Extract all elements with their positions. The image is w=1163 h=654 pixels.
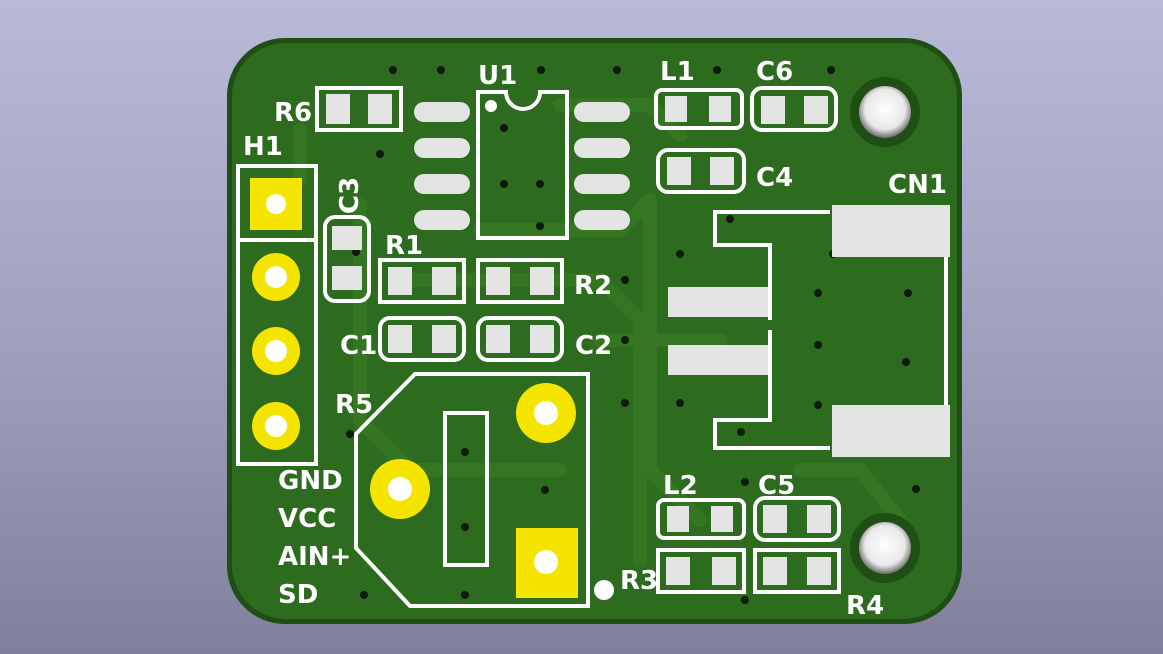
cn1-footprint (668, 205, 950, 457)
c4-footprint (656, 148, 746, 194)
label-c3: C3 (335, 177, 365, 214)
r5-footprint (354, 372, 590, 608)
label-r2: R2 (574, 271, 612, 301)
pin1-marker-dot (594, 580, 614, 600)
label-l1: L1 (660, 57, 695, 87)
label-c4: C4 (756, 163, 793, 193)
label-c6: C6 (756, 57, 793, 87)
r3-footprint (656, 548, 746, 594)
c3-footprint (323, 215, 371, 303)
vias (346, 66, 920, 604)
c6-footprint (750, 86, 838, 132)
u1-footprint (414, 90, 630, 240)
h1-connector (236, 164, 318, 466)
label-r3: R3 (620, 566, 658, 596)
r1-footprint (378, 258, 466, 304)
r2-footprint (476, 258, 564, 304)
label-u1: U1 (478, 61, 517, 91)
label-pin-vcc: VCC (278, 504, 336, 534)
label-l2: L2 (663, 471, 698, 501)
r4-footprint (753, 548, 841, 594)
l2-footprint (656, 498, 746, 540)
c1-footprint (378, 316, 466, 362)
label-pin-gnd: GND (278, 466, 343, 496)
mounting-hole-top-right (850, 77, 920, 147)
c2-footprint (476, 316, 564, 362)
r6-footprint (315, 86, 403, 132)
label-pin-ain: AIN+ (278, 542, 351, 572)
label-c2: C2 (575, 331, 612, 361)
mounting-hole-bottom-right (850, 513, 920, 583)
label-c5: C5 (758, 471, 795, 501)
label-r5: R5 (335, 390, 373, 420)
label-r1: R1 (385, 231, 423, 261)
c5-footprint (753, 496, 841, 542)
silkscreen-labels: U1 L1 C6 R6 H1 C3 C4 CN1 R1 R2 C1 C2 R5 … (243, 57, 947, 621)
label-r4: R4 (846, 591, 884, 621)
label-cn1: CN1 (888, 170, 947, 200)
label-c1: C1 (340, 331, 377, 361)
label-r6: R6 (274, 98, 312, 128)
label-pin-sd: SD (278, 580, 318, 610)
l1-footprint (654, 88, 744, 130)
label-h1: H1 (243, 132, 283, 162)
